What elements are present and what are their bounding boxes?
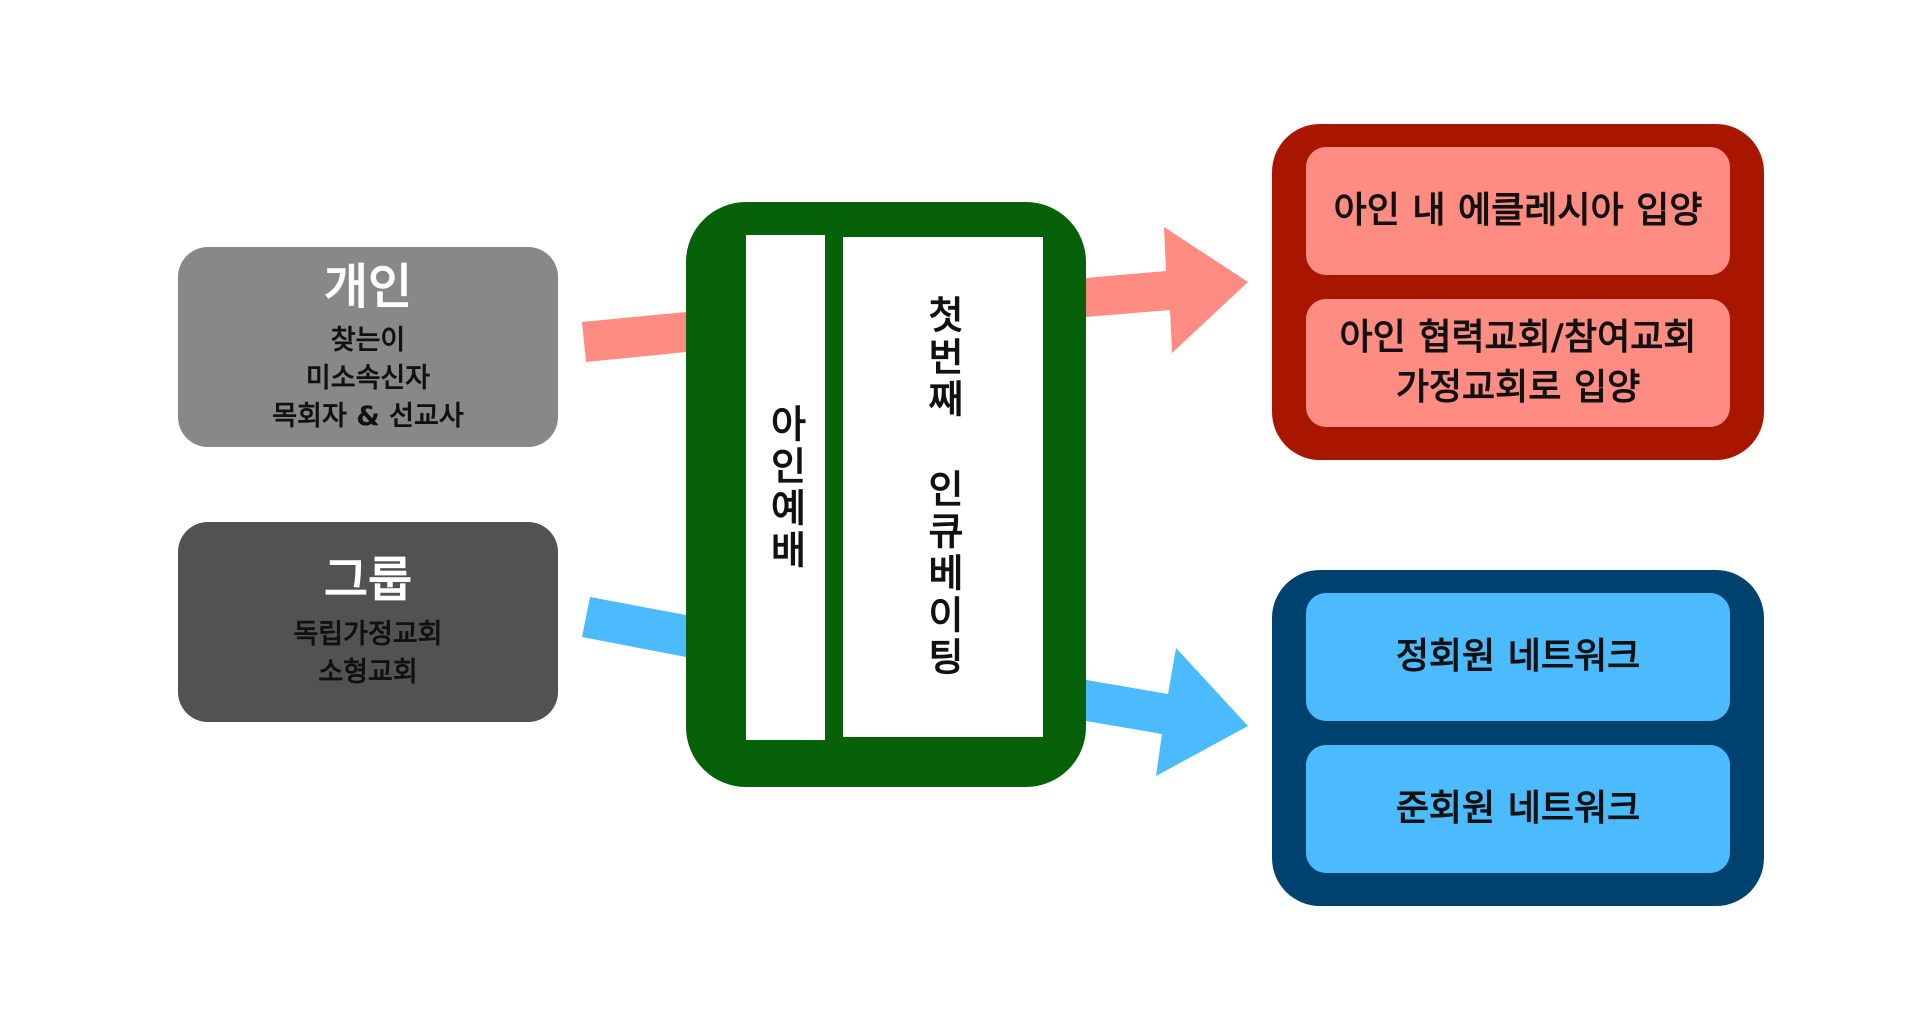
adoption-ecclesia-label: 아인 내 에클레시아 입양 — [1333, 189, 1703, 231]
group-box: 그룹 독립가정교회 소형교회 — [178, 522, 558, 722]
adoption-partner-line2: 가정교회로 입양 — [1395, 367, 1641, 408]
arrow-to-adoption — [1086, 227, 1248, 353]
adoption-partner-item: 아인 협력교회/참여교회 가정교회로 입양 — [1306, 299, 1730, 427]
incubating-label: 첫번째 인큐베이팅 — [920, 295, 965, 679]
individual-line-seeker: 찾는이 — [330, 325, 406, 357]
group-to-incubation-connector — [582, 597, 686, 657]
incubating-panel: 첫번째 인큐베이팅 — [843, 237, 1043, 737]
adoption-partner-line1: 아인 협력교회/참여교회 — [1339, 316, 1697, 358]
full-member-network-label: 정회원 네트워크 — [1395, 635, 1641, 677]
worship-label: 아인예배 — [763, 403, 807, 572]
network-box: 정회원 네트워크 준회원 네트워크 — [1272, 570, 1764, 906]
individual-line-unaffiliated: 미소속신자 — [305, 362, 431, 394]
group-title: 그룹 — [323, 552, 413, 609]
individual-to-incubation-connector — [582, 312, 686, 362]
individual-line-pastor: 목회자 & 선교사 — [272, 400, 464, 432]
adoption-ecclesia-item: 아인 내 에클레시아 입양 — [1306, 147, 1730, 275]
full-member-network-item: 정회원 네트워크 — [1306, 593, 1730, 721]
individual-title: 개인 — [323, 258, 413, 315]
worship-panel: 아인예배 — [746, 235, 825, 740]
group-line-house-church: 독립가정교회 — [293, 619, 443, 650]
adoption-box: 아인 내 에클레시아 입양 아인 협력교회/참여교회 가정교회로 입양 — [1272, 124, 1764, 460]
associate-member-network-label: 준회원 네트워크 — [1395, 787, 1641, 829]
individual-box: 개인 찾는이 미소속신자 목회자 & 선교사 — [178, 247, 558, 447]
arrow-to-network — [1086, 648, 1248, 776]
associate-member-network-item: 준회원 네트워크 — [1306, 745, 1730, 873]
group-line-small-church: 소형교회 — [318, 656, 418, 688]
incubation-box: 아인예배 첫번째 인큐베이팅 — [686, 202, 1086, 787]
